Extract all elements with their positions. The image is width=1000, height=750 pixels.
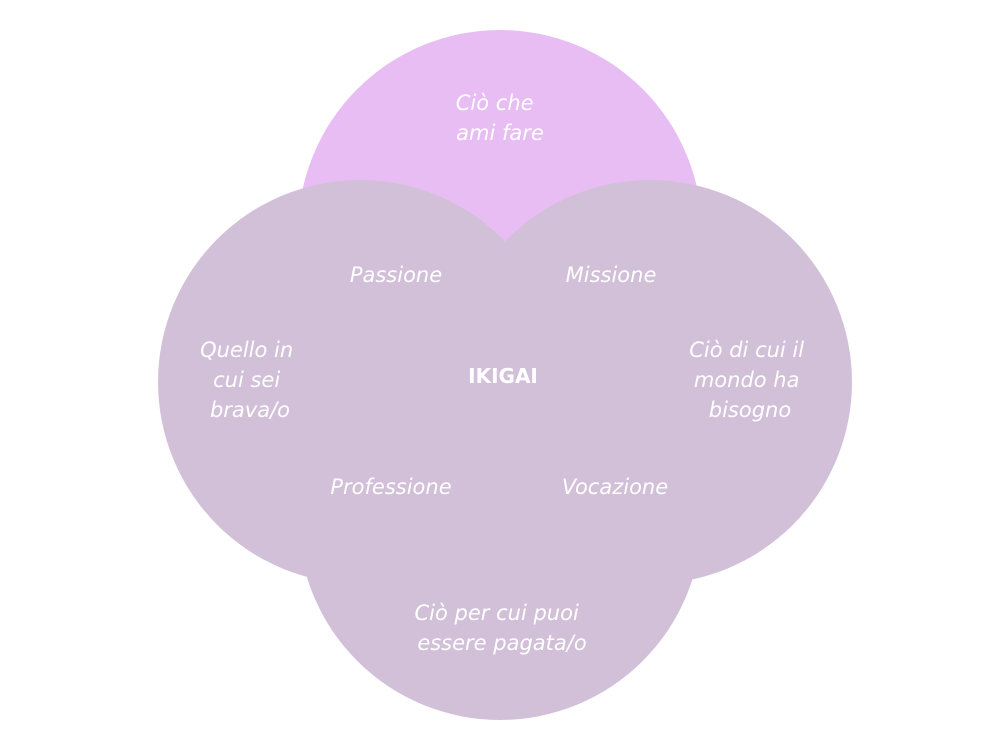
circle-bottom	[298, 316, 702, 720]
intersection-vocazione: Vocazione	[562, 475, 668, 499]
circle-top-label: Ciò che ami fare	[456, 91, 544, 145]
circle-left-label: Quello in cui sei brava/o	[200, 338, 300, 422]
circle-bottom-label: Ciò per cui puoi essere pagata/o	[415, 601, 587, 655]
intersection-passione: Passione	[350, 263, 442, 287]
center-ikigai: IKIGAI	[468, 364, 538, 388]
circle-right-label: Ciò di cui il mondo ha bisogno	[689, 338, 811, 422]
intersection-missione: Missione	[566, 263, 657, 287]
intersection-professione: Professione	[330, 475, 451, 499]
